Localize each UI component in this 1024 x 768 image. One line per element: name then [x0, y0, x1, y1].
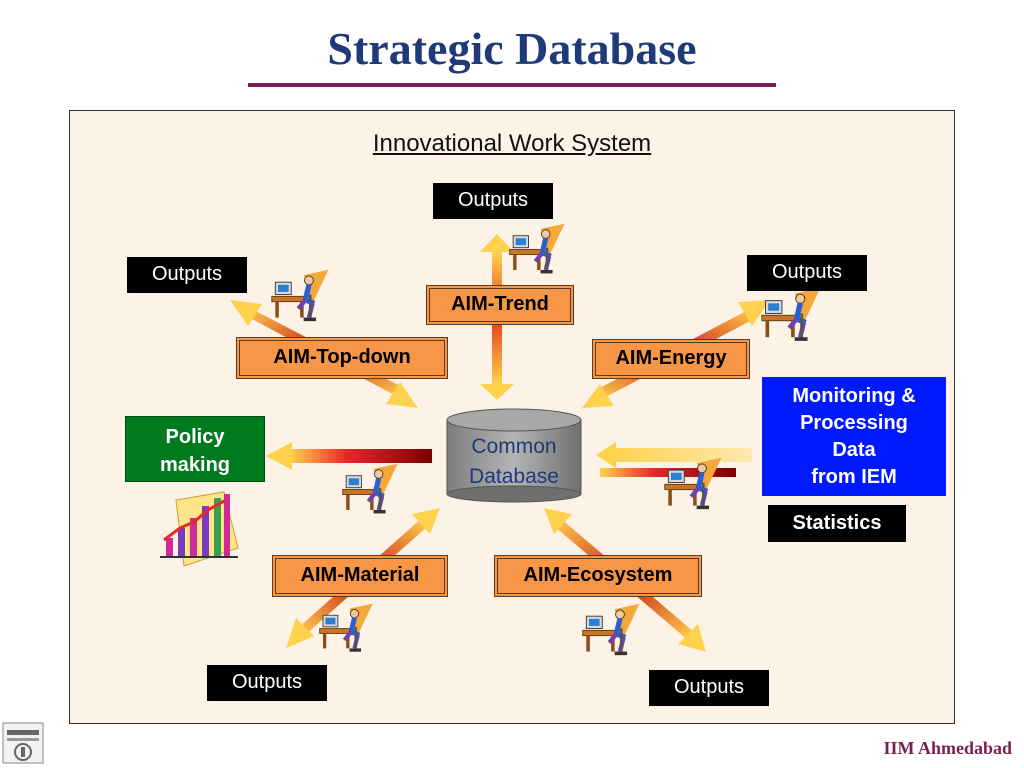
arrow-policy: [266, 442, 432, 470]
outputs-label-top-right: Outputs: [747, 255, 867, 291]
outputs-label-top-left: Outputs: [127, 257, 247, 293]
person-at-computer-icon: [272, 270, 329, 321]
outputs-label-top: Outputs: [433, 183, 553, 219]
page-title: Strategic Database: [327, 23, 697, 74]
aim-material-box: AIM-Material: [272, 555, 448, 597]
person-at-computer-icon: [343, 464, 398, 514]
growth-chart-icon: [160, 491, 239, 567]
iim-logo-icon: [2, 722, 44, 764]
common-database-cylinder: [446, 408, 582, 503]
aim-energy-box: AIM-Energy: [592, 339, 750, 379]
outputs-label-bottom-left: Outputs: [207, 665, 327, 701]
common-database-label: Common Database: [469, 435, 559, 488]
person-at-computer-icon: [510, 224, 565, 274]
diagram-subtitle: Innovational Work System: [372, 130, 652, 157]
policy-making-box: Policy making: [125, 416, 265, 482]
monitoring-box: Monitoring & Processing Data from IEM: [762, 377, 946, 496]
person-at-computer-icon: [665, 458, 722, 509]
person-at-computer-icon: [762, 288, 821, 341]
aim-ecosystem-box: AIM-Ecosystem: [494, 555, 702, 597]
statistics-box: Statistics: [768, 505, 906, 542]
aim-trend-box: AIM-Trend: [426, 285, 574, 325]
outputs-label-bottom-right: Outputs: [649, 670, 769, 706]
title-underline: [248, 83, 776, 87]
footer-institution: IIM Ahmedabad: [883, 738, 1012, 758]
person-at-computer-icon: [583, 604, 640, 655]
aim-topdown-box: AIM-Top-down: [236, 337, 448, 379]
